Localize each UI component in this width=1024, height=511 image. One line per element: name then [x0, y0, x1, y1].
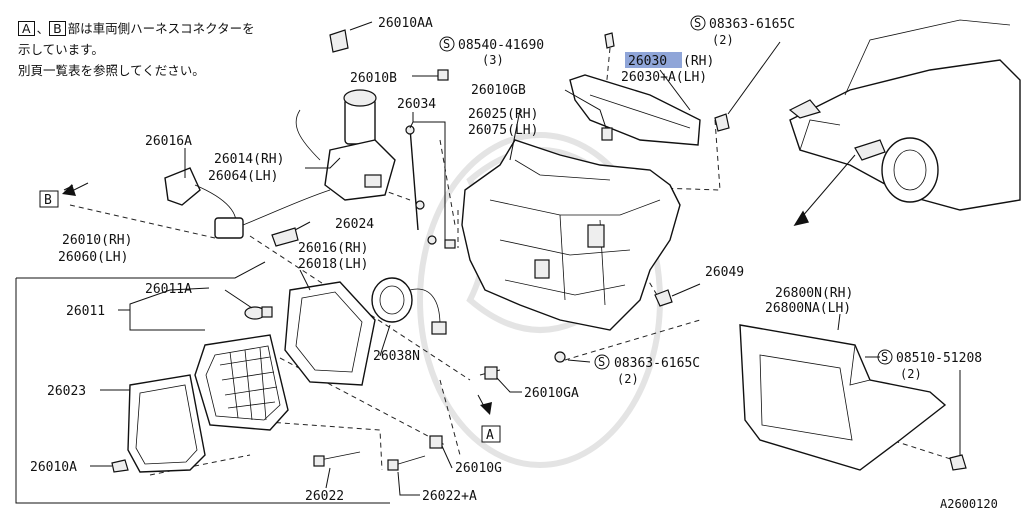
connector-box-a: A [18, 21, 35, 36]
label-26024: 26024 [335, 217, 374, 232]
assembly-frame [15, 278, 390, 504]
label-26075: 26075(LH) [468, 123, 538, 138]
label-26010gb: 26010GB [471, 83, 526, 98]
bolt-26010aa [329, 29, 349, 53]
dust-cap-26038n [371, 277, 447, 335]
qty-08363-top: (2) [712, 33, 734, 47]
label-26010aa: 26010AA [378, 16, 433, 31]
label-26016: 26016(RH) [298, 241, 368, 256]
note-separator: 、 [36, 21, 50, 36]
label-26010: 26010(RH) [62, 233, 132, 248]
headlamp-motor [295, 89, 396, 201]
nut-26010b [437, 69, 449, 81]
label-26022: 26022 [305, 489, 344, 504]
label-08363-bottom: 08363-6165C [614, 356, 700, 371]
bulb-26011a [244, 306, 273, 320]
label-26800na: 26800NA(LH) [765, 301, 851, 316]
label-26030a: 26030+A(LH) [621, 70, 707, 85]
label-26014: 26014(RH) [214, 152, 284, 167]
note-line-3: 別頁一覧表を参照してください。 [18, 63, 205, 78]
label-26018: 26018(LH) [298, 257, 368, 272]
connector-26024 [271, 227, 299, 247]
connector-box-b-diagram [39, 190, 59, 208]
label-26010ga: 26010GA [524, 386, 579, 401]
headlamp-cover-bracket [569, 74, 701, 146]
harness-26016a [164, 167, 331, 239]
screw-label-08510: S 08510-51208 (2) [877, 349, 982, 381]
mounting-ring-26016 [284, 281, 376, 386]
label-26011a: 26011A [145, 282, 192, 297]
arrow-a-head [480, 402, 492, 415]
s-symbol-1: S [443, 37, 450, 51]
label-26022a: 26022+A [422, 489, 477, 504]
screw-label-08363-bottom: S 08363-6165C (2) [594, 354, 700, 386]
label-26016a: 26016A [145, 134, 192, 149]
s-symbol-4: S [881, 350, 888, 364]
label-08510: 08510-51208 [896, 351, 982, 366]
qty-08540: (3) [482, 53, 504, 67]
label-26010b: 26010B [350, 71, 397, 86]
dashed-guides [69, 47, 961, 476]
connector-b-label: B [44, 193, 52, 208]
sealed-beam-26011 [194, 334, 289, 431]
label-26023: 26023 [47, 384, 86, 399]
connector-box-b: B [49, 21, 66, 36]
screw-label-08540: S 08540-41690 (3) [439, 36, 544, 67]
label-26025: 26025(RH) [468, 107, 538, 122]
label-26030-rh: (RH) [683, 54, 714, 69]
note-line-2: 示しています。 [18, 42, 104, 57]
label-26011: 26011 [66, 304, 105, 319]
retaining-ring-26023 [127, 374, 206, 473]
car-outline [788, 19, 1021, 227]
s-symbol-3: S [598, 355, 605, 369]
headlamp-bezel-26800n [739, 324, 947, 471]
label-26030: 26030 [628, 54, 667, 69]
label-26800n: 26800N(RH) [775, 286, 853, 301]
highlight-26030 [625, 52, 682, 68]
label-08540: 08540-41690 [458, 38, 544, 53]
connector-box-a-diagram [481, 425, 501, 443]
figure-id: A2600120 [940, 497, 998, 511]
label-26010g: 26010G [455, 461, 502, 476]
label-08363-top: 08363-6165C [709, 17, 795, 32]
arrow-b-head [62, 184, 76, 196]
qty-08363-bottom: (2) [617, 372, 639, 386]
screws-group [111, 32, 967, 473]
label-26049: 26049 [705, 265, 744, 280]
qty-08510: (2) [900, 367, 922, 381]
label-26060: 26060(LH) [58, 250, 128, 265]
headlamp-housing [461, 139, 681, 331]
connector-a-label: A [486, 428, 494, 443]
adjust-rod-26034 [405, 125, 456, 249]
s-symbol-2: S [694, 16, 701, 30]
label-26064: 26064(LH) [208, 169, 278, 184]
assembly-frame-top [16, 261, 266, 279]
label-26034: 26034 [397, 97, 436, 112]
label-26038n: 26038N [373, 349, 420, 364]
label-26010a: 26010A [30, 460, 77, 475]
leader-lines [90, 21, 961, 496]
note-text-1: 部は車両側ハーネスコネクターを [67, 21, 255, 36]
screw-label-08363-top: S 08363-6165C (2) [690, 15, 795, 47]
clip-26010gb [601, 127, 613, 141]
